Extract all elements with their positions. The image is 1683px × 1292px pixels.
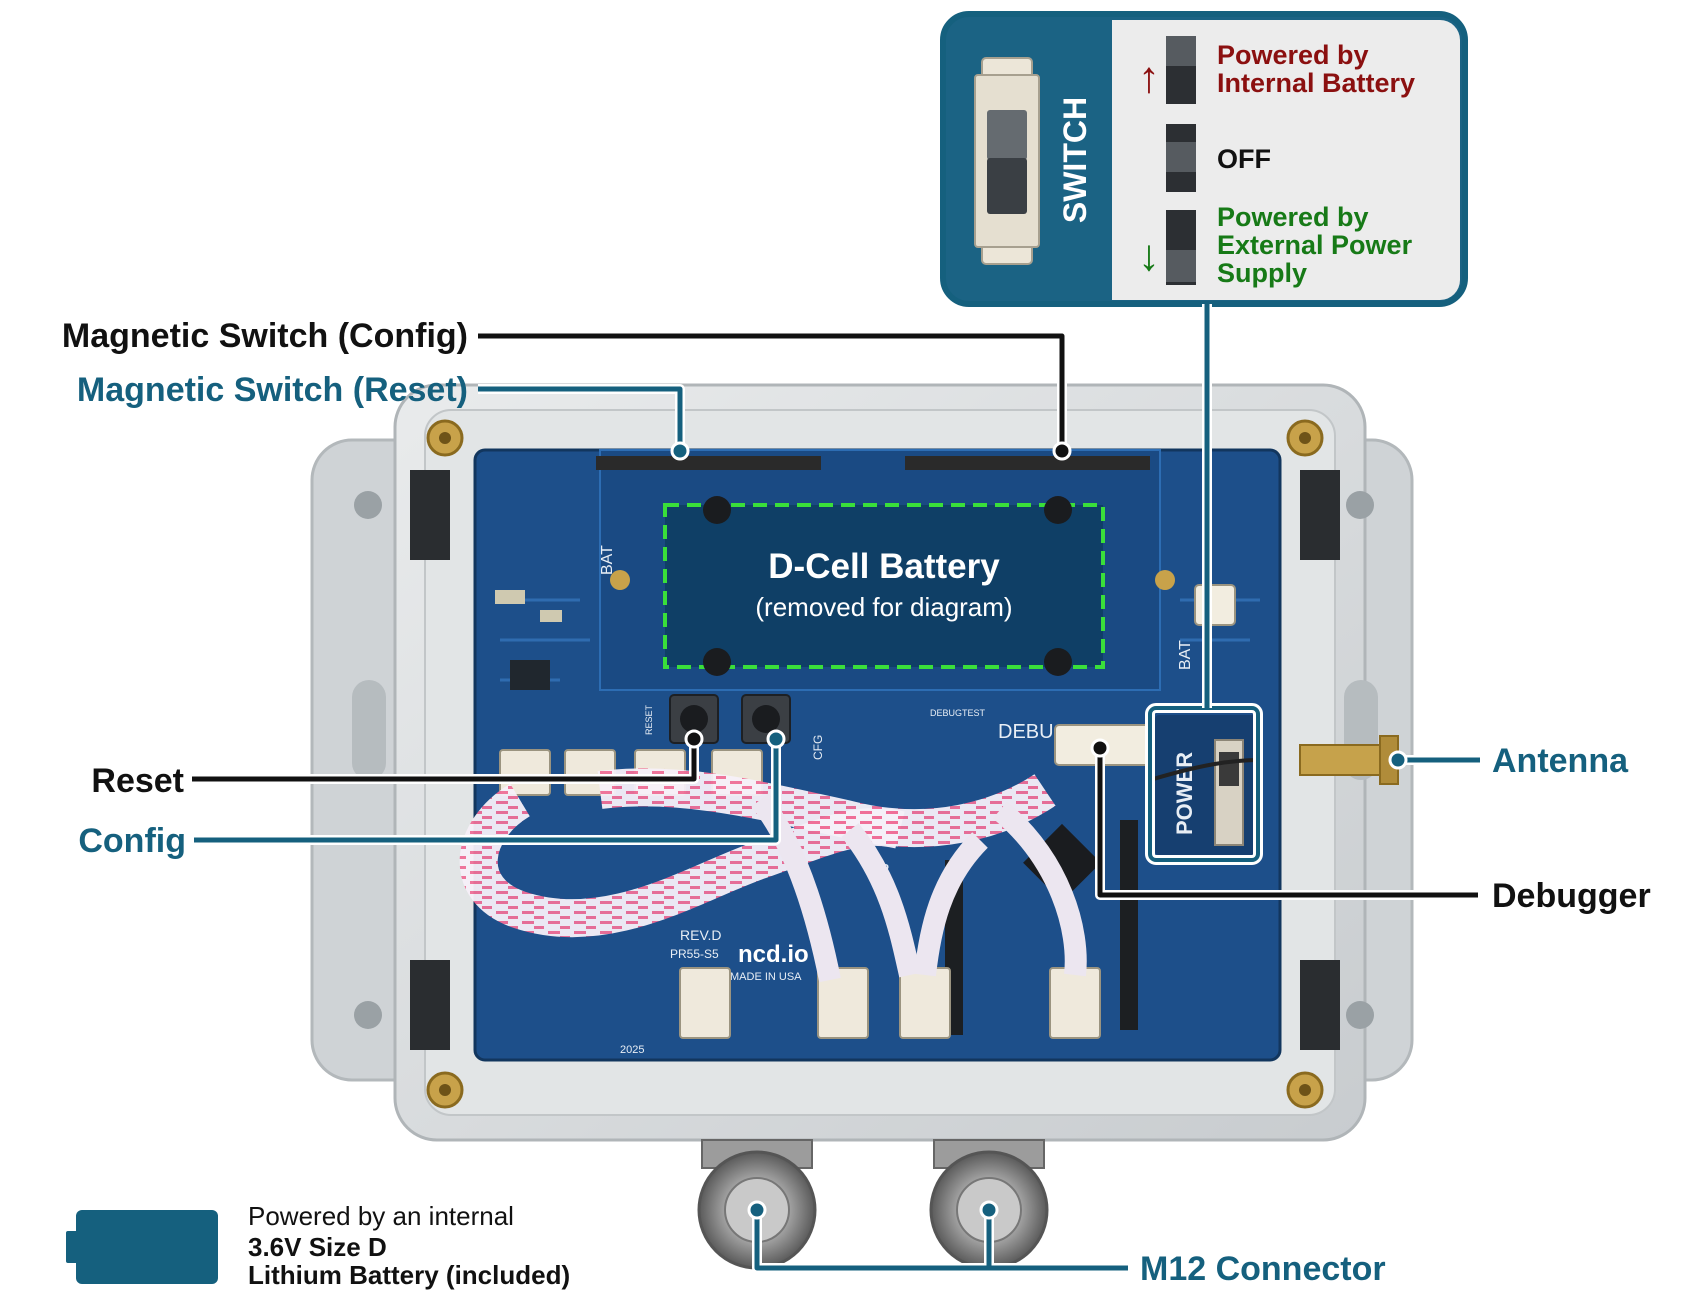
silk-debug: DEBUG	[998, 721, 1069, 743]
legend-line-2: 3.6V Size D	[248, 1232, 387, 1262]
switch-title: SWITCH	[1057, 97, 1093, 223]
power-legend: Powered by an internal 3.6V Size D Lithi…	[66, 1201, 570, 1290]
switch-label-down-2: External Power	[1217, 230, 1413, 260]
corner-screw	[426, 419, 464, 457]
switch-label-down-1: Powered by	[1217, 202, 1369, 232]
label-m12-connector: M12 Connector	[1140, 1250, 1386, 1288]
silk-power: POWER	[1172, 752, 1197, 835]
magnetic-reed-reset	[596, 456, 821, 470]
silk-reset: RESET	[644, 704, 654, 735]
mount-hole	[1346, 1001, 1374, 1029]
legend-line-3: Lithium Battery (included)	[248, 1260, 570, 1290]
switch-position-up: ↑ Powered by Internal Battery	[1138, 36, 1415, 104]
battery-icon	[66, 1210, 218, 1284]
silk-part: PR55-S5	[670, 947, 719, 961]
mount-hole	[354, 491, 382, 519]
switch-panel: SWITCH ↑ Powered by Internal Battery OFF…	[940, 11, 1468, 307]
silk-made: MADE IN USA	[730, 971, 802, 983]
label-debugger: Debugger	[1492, 877, 1651, 915]
mount-hole	[1346, 491, 1374, 519]
switch-label-up-2: Internal Battery	[1217, 68, 1415, 98]
label-config: Config	[78, 822, 186, 860]
power-switch-part: POWER	[1155, 715, 1260, 855]
corner-screw	[426, 1071, 464, 1109]
label-magnetic-switch-reset: Magnetic Switch (Reset)	[77, 371, 468, 409]
silk-bat-right: BAT	[1177, 640, 1194, 670]
corner-screw	[1286, 419, 1324, 457]
mount-hole	[354, 1001, 382, 1029]
arrow-up-icon: ↑	[1138, 53, 1160, 102]
arrow-down-icon: ↓	[1138, 231, 1160, 280]
switch-position-off: OFF	[1166, 124, 1271, 192]
silk-debug-test: DEBUGTEST	[930, 708, 986, 718]
legend-line-1: Powered by an internal	[248, 1201, 514, 1231]
battery-subtitle: (removed for diagram)	[755, 592, 1012, 622]
battery-area: D-Cell Battery (removed for diagram)	[663, 496, 1105, 676]
magnetic-reed-config	[905, 456, 1150, 470]
label-reset: Reset	[91, 762, 184, 800]
corner-screw	[1286, 1071, 1324, 1109]
switch-label-up-1: Powered by	[1217, 40, 1369, 70]
switch-label-down-3: Supply	[1217, 258, 1307, 288]
silk-bat-left: BAT	[599, 545, 616, 575]
switch-position-down: ↓ Powered by External Power Supply	[1138, 202, 1413, 288]
switch-illustration	[974, 57, 1040, 265]
silk-cfg: CFG	[811, 735, 825, 760]
silk-brand: ncd.io	[738, 941, 809, 968]
silk-rev: REV.D	[680, 927, 722, 943]
reset-button-part	[669, 694, 719, 744]
switch-label-off: OFF	[1217, 144, 1271, 174]
battery-title: D-Cell Battery	[768, 547, 1000, 586]
label-magnetic-switch-config: Magnetic Switch (Config)	[62, 317, 468, 355]
keyhole-slot	[352, 680, 386, 780]
callout-lines	[192, 304, 1480, 1273]
silk-year: 2025	[620, 1044, 644, 1056]
jst-connector	[1194, 584, 1236, 626]
label-antenna: Antenna	[1492, 742, 1629, 780]
